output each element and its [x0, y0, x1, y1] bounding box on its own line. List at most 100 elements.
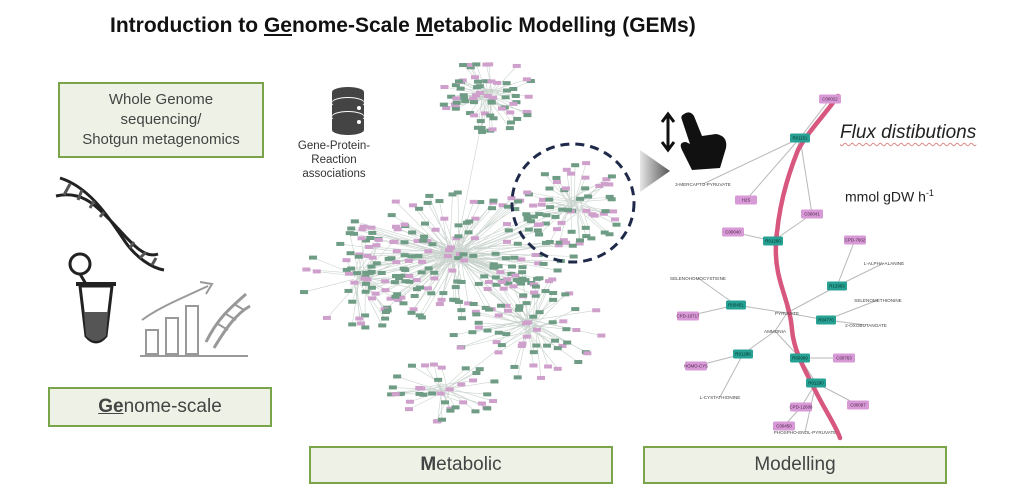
network-node: [551, 214, 560, 219]
network-node: [459, 63, 468, 68]
flux-node-label: HOMO-CYS: [684, 364, 708, 369]
title-m: M: [415, 14, 434, 37]
network-node: [544, 364, 553, 369]
network-node: [407, 254, 416, 259]
network-node: [480, 274, 489, 279]
network-node: [503, 204, 512, 209]
network-node: [397, 295, 406, 300]
network-node: [569, 254, 578, 259]
network-node: [541, 289, 550, 294]
network-node: [322, 315, 331, 320]
network-node: [413, 239, 422, 244]
network-node: [513, 116, 522, 121]
network-node: [489, 95, 498, 100]
flux-unit: mmol gDW h-1: [845, 188, 934, 205]
network-node: [521, 278, 530, 283]
network-node: [491, 275, 500, 280]
reaction-node: [726, 300, 746, 310]
network-node: [523, 190, 532, 195]
network-node: [350, 219, 359, 224]
network-node: [600, 230, 609, 235]
network-node: [529, 363, 538, 368]
network-node: [472, 371, 481, 376]
flux-node-label: R00451: [728, 303, 744, 308]
network-node: [421, 221, 430, 226]
network-node: [430, 276, 439, 281]
network-node: [428, 242, 437, 247]
network-node: [470, 113, 479, 118]
network-node: [609, 209, 618, 214]
network-node: [581, 225, 590, 230]
network-node: [454, 223, 463, 228]
network-node: [522, 334, 531, 339]
network-node: [391, 392, 400, 397]
network-node: [530, 214, 539, 219]
metabolite-node: [773, 421, 795, 431]
network-node: [549, 297, 558, 302]
network-node: [545, 197, 554, 202]
network-node: [453, 190, 462, 195]
flux-path: [773, 93, 843, 441]
network-node: [388, 385, 397, 390]
network-node: [523, 217, 532, 222]
network-node: [393, 374, 402, 379]
network-node: [504, 281, 513, 286]
network-node: [515, 304, 524, 309]
network-node: [562, 327, 571, 332]
network-node: [390, 280, 399, 285]
flux-node-label: R01151: [792, 136, 808, 141]
network-node: [496, 270, 505, 275]
network-node: [506, 110, 515, 115]
network-node: [407, 310, 416, 315]
network-node: [476, 119, 485, 124]
network-node: [597, 333, 606, 338]
network-node: [423, 239, 432, 244]
network-node: [367, 225, 376, 230]
network-node: [483, 93, 492, 98]
network-node: [501, 95, 510, 100]
flux-node-label: C00097: [850, 403, 866, 408]
network-node: [541, 221, 550, 226]
network-node: [405, 399, 414, 404]
network-node: [470, 236, 479, 241]
network-node: [466, 111, 475, 116]
network-node: [425, 193, 434, 198]
network-node: [389, 239, 398, 244]
network-node: [480, 111, 489, 116]
network-node: [497, 303, 506, 308]
flux-node-label: R01290: [808, 381, 824, 386]
network-node: [510, 364, 519, 369]
network-node: [454, 256, 463, 261]
network-node: [595, 183, 604, 188]
network-node: [503, 277, 512, 282]
network-node: [443, 254, 452, 259]
modelling-label: Modelling: [754, 454, 836, 475]
network-node: [437, 297, 446, 302]
reaction-node: [827, 281, 847, 291]
network-node: [555, 240, 564, 245]
network-node: [576, 196, 585, 201]
genome-scale-prefix: Ge: [98, 396, 124, 417]
network-node: [482, 62, 491, 67]
network-node: [469, 378, 478, 383]
network-node: [501, 256, 510, 261]
network-node: [540, 172, 549, 177]
network-node: [453, 279, 462, 284]
network-node: [469, 96, 478, 101]
flux-title: Flux distibutions: [840, 122, 977, 143]
network-node: [357, 236, 366, 241]
network-node: [489, 116, 498, 121]
network-node: [592, 308, 601, 313]
network-node: [405, 279, 414, 284]
network-node: [513, 375, 522, 380]
network-node: [539, 197, 548, 202]
network-node: [499, 286, 508, 291]
network-node: [510, 255, 519, 260]
network-node: [568, 243, 577, 248]
network-node: [363, 253, 372, 258]
network-node: [552, 175, 561, 180]
reaction-node: [816, 315, 836, 325]
network-node: [446, 245, 455, 250]
network-node: [548, 320, 557, 325]
